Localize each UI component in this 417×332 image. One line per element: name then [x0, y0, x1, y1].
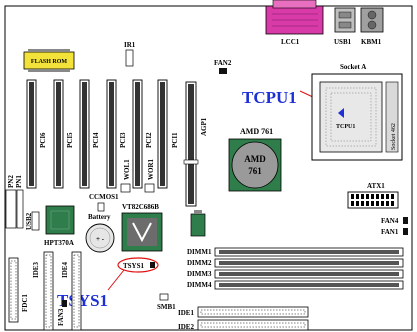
ide1-label: IDE1: [178, 309, 194, 317]
chipset-line2: 761: [248, 166, 262, 176]
chipset-heading: AMD 761: [240, 127, 273, 136]
tsys1-callout: TSYS1: [57, 291, 108, 310]
tsys1-pointer: [107, 269, 125, 291]
dimm-slot: [214, 269, 404, 279]
smb1-label: SMB1: [157, 303, 176, 311]
usb1-label: USB1: [334, 38, 352, 46]
smb1-header: [159, 293, 169, 301]
ide2-connector: [197, 319, 309, 331]
pci-slot: [53, 79, 64, 189]
atx1-label: ATX1: [367, 182, 385, 190]
dimm-slot: [214, 280, 404, 290]
pci-slot-label: PCI1: [171, 132, 179, 148]
fan1-header: [403, 228, 408, 235]
dimm2-label: DIMM2: [187, 259, 212, 267]
pci-slot-label: PCI6: [39, 132, 47, 148]
wol1-label: WOL1: [123, 159, 131, 180]
cpu-socket: [311, 73, 403, 161]
kbm-connector: [360, 7, 384, 33]
socket-title: Socket A: [340, 63, 366, 71]
wor1-header: [144, 183, 155, 193]
agp1-label: AGP1: [200, 117, 208, 136]
socket-mark-label: Socket 462: [391, 123, 397, 150]
lcc1-label: LCC1: [281, 38, 300, 46]
pci-slot-label: PCI4: [92, 132, 100, 148]
socket-sensor-label: TCPU1: [336, 124, 355, 130]
battery-text: + -: [96, 235, 105, 243]
ccmos1-jumper: [97, 202, 105, 212]
pci-slot: [157, 79, 168, 189]
ide3-connector: [43, 251, 54, 331]
fan2-label: FAN2: [214, 59, 232, 67]
pn1-label: PN1: [15, 175, 23, 188]
wol1-header: [120, 183, 131, 193]
tsys1-sensor: [150, 262, 155, 268]
flash-rom-label: FLASH ROM: [31, 59, 68, 65]
tsys1-label: TSYS1: [123, 262, 145, 270]
fan1-label: FAN1: [381, 228, 399, 236]
usb-connector: [334, 7, 356, 33]
ccmos1-label: CCMOS1: [89, 193, 119, 201]
pci-slot-label: PCI3: [119, 132, 127, 148]
agp-slot: [183, 81, 199, 207]
pci-slot: [79, 79, 90, 189]
dimm1-label: DIMM1: [187, 248, 212, 256]
chipset-line1: AMD: [244, 154, 266, 164]
northbridge-chip: [228, 138, 282, 192]
ir1-header: [125, 49, 134, 67]
ide4-connector: [71, 251, 82, 331]
ide4-label: IDE4: [61, 262, 69, 278]
pn1-header: [16, 189, 24, 229]
dimm-slot: [214, 258, 404, 268]
fdc1-label: FDC1: [21, 294, 29, 312]
fan3-header: [62, 300, 67, 307]
battery-label: Battery: [88, 213, 111, 221]
pci-slot-label: PCI2: [145, 132, 153, 148]
lpt-connector: [265, 0, 324, 35]
dimm4-label: DIMM4: [187, 281, 212, 289]
dimm-slot: [214, 247, 404, 257]
usb2-label: USB2: [25, 212, 33, 230]
usb2-header: [31, 211, 40, 231]
pci-slot: [132, 79, 143, 189]
tsys1-ring: [117, 257, 159, 273]
bios-chip: [23, 49, 75, 72]
wor1-label: WOR1: [147, 159, 155, 181]
fan3-label: FAN3: [57, 308, 65, 326]
pci-slot-label: PCI5: [66, 132, 74, 148]
pci-slot: [26, 79, 37, 189]
ir1-label: IR1: [124, 41, 136, 49]
clock-chip: [190, 210, 206, 237]
ide3-label: IDE3: [32, 262, 40, 278]
kbm1-label: KBM1: [361, 38, 382, 46]
battery-ring: [89, 227, 111, 249]
pn2-header: [5, 189, 17, 229]
fan4-label: FAN4: [381, 217, 399, 225]
tcpu1-callout: TCPU1: [242, 88, 297, 107]
dimm3-label: DIMM3: [187, 270, 212, 278]
pci-slot: [106, 79, 117, 189]
atx-power-connector: [347, 191, 399, 209]
ide1-connector: [197, 306, 309, 318]
ide-raid-chip: [45, 205, 75, 235]
fan2-header: [219, 68, 227, 74]
southbridge-chip: [121, 212, 163, 252]
fdc1-connector: [8, 257, 19, 323]
pn2-label: PN2: [7, 175, 15, 188]
southbridge-label: VT82C686B: [122, 203, 159, 211]
fan4-header: [403, 217, 408, 224]
hpt370a-label: HPT370A: [44, 239, 74, 247]
ide2-label: IDE2: [178, 323, 194, 331]
